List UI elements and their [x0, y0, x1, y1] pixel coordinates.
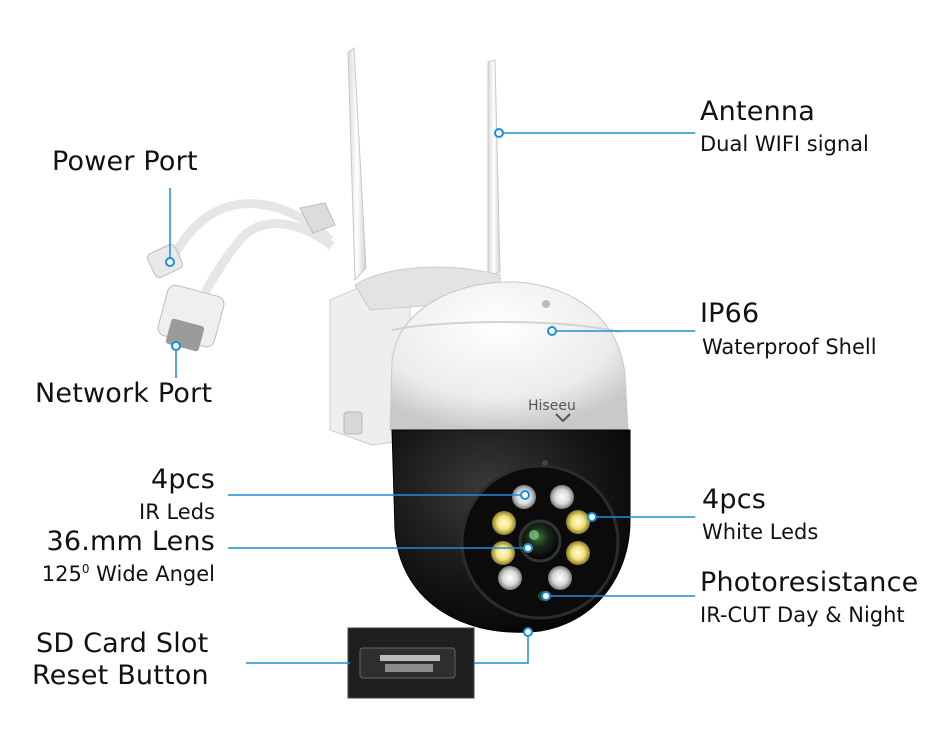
lens-title: 36.mm Lens — [46, 526, 215, 557]
white-led — [492, 511, 516, 535]
brand-logo-text: Hiseeu — [528, 398, 576, 414]
led-ring — [491, 485, 590, 601]
reset-button-title: Reset Button — [32, 660, 209, 691]
sd-card-title: SD Card Slot — [36, 628, 209, 659]
antenna-group — [347, 47, 501, 282]
photoresistance-title: Photoresistance — [700, 567, 919, 598]
network-port-title: Network Port — [35, 378, 213, 409]
ir-leds-title: 4pcs — [150, 464, 215, 495]
ir-led — [548, 566, 572, 590]
antenna-subtitle: Dual WIFI signal — [700, 132, 869, 156]
antenna-title: Antenna — [700, 96, 815, 127]
white-leds-subtitle: White Leds — [702, 520, 819, 544]
ir-led — [498, 566, 522, 590]
ir-leds-subtitle: IR Leds — [139, 500, 215, 524]
ip66-title: IP66 — [700, 298, 760, 329]
white-leds-title: 4pcs — [702, 484, 767, 515]
power-port-title: Power Port — [52, 146, 198, 177]
photoresistance-subtitle: IR-CUT Day & Night — [700, 603, 905, 627]
ir-led — [550, 485, 574, 509]
ip66-subtitle: Waterproof Shell — [702, 335, 877, 359]
white-shell: Hiseeu — [389, 281, 629, 431]
cable-group — [147, 199, 336, 352]
white-led — [566, 510, 590, 534]
lens — [518, 519, 562, 563]
callout-lines — [169, 132, 695, 664]
lens-subtitle: 1250 Wide Angel — [41, 562, 215, 586]
white-led — [491, 541, 515, 565]
sd-card-inset — [347, 627, 475, 699]
white-led — [566, 541, 590, 565]
callout-dots — [165, 128, 597, 637]
